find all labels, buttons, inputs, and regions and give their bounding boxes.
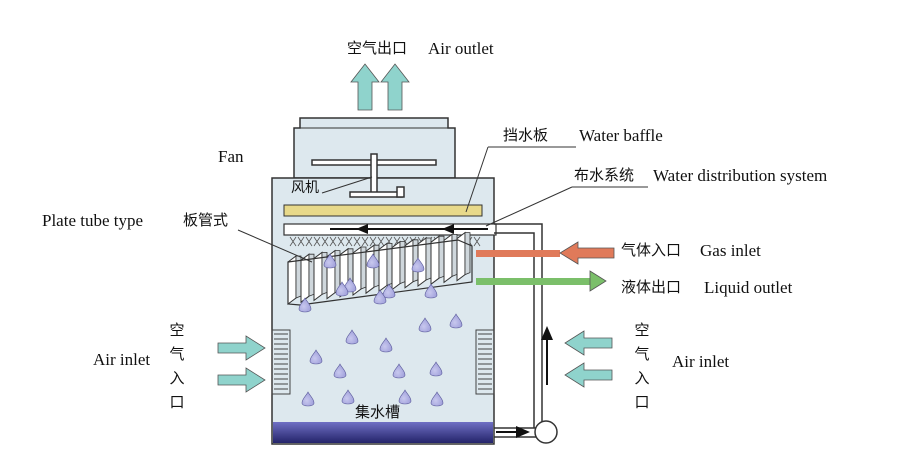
louver-frame — [475, 329, 495, 395]
water-drop — [345, 329, 359, 345]
water-drop — [449, 313, 463, 329]
water-drops — [298, 253, 463, 407]
water-baffle-label-en: Water baffle — [579, 126, 663, 145]
air-inlet-right-label-en: Air inlet — [672, 352, 730, 371]
plate-tube-bundle — [287, 231, 473, 306]
water-basin — [273, 422, 493, 443]
air-inlet-arrows-right — [564, 330, 613, 388]
air-inlet-right-label-cn: 空气入口 — [634, 321, 650, 411]
water-drop — [366, 253, 380, 269]
pipe-flow-arrows — [496, 326, 553, 438]
water-distribution-system — [283, 223, 497, 236]
basin-label-cn: 集水槽 — [355, 403, 401, 421]
water-drop — [392, 363, 406, 379]
gas-inlet-label-en: Gas inlet — [700, 241, 761, 260]
water-drop — [398, 389, 412, 405]
water-drop — [341, 389, 355, 405]
liquid-outlet-arrow — [476, 270, 607, 292]
gas-inlet-label-cn: 气体入口 — [621, 241, 682, 259]
plate-tube-label-cn: 板管式 — [183, 211, 229, 229]
air-outlet-arrows — [350, 63, 410, 111]
air-inlet-left-label-cn: 空气入口 — [169, 321, 185, 411]
tube-plate-side — [386, 243, 393, 286]
louver-frame — [271, 329, 291, 395]
water-drop — [343, 277, 357, 293]
fan-label-en: Fan — [218, 147, 244, 166]
water-baffle — [283, 204, 483, 217]
air-inlet-arrows-left — [217, 335, 266, 393]
leader-lines — [237, 146, 648, 263]
water-drop — [418, 317, 432, 333]
water-drop — [429, 361, 443, 377]
water-drop — [309, 349, 323, 365]
tube-plate-side — [321, 252, 328, 295]
plate-tube-label-en: Plate tube type — [42, 211, 144, 230]
water-drop — [382, 283, 396, 299]
water-distribution-label-en: Water distribution system — [653, 166, 828, 185]
tube-plate-side — [295, 255, 302, 299]
water-drop — [373, 289, 387, 305]
tube-plate — [313, 251, 323, 302]
water-drop — [301, 391, 315, 407]
bundle-frame — [287, 239, 473, 306]
gas-inlet-arrow — [476, 241, 615, 265]
water-drop — [333, 363, 347, 379]
air-outlet-label-cn: 空气出口 — [347, 39, 408, 57]
water-drop — [379, 337, 393, 353]
tube-plate — [365, 244, 375, 295]
liquid-outlet-label-cn: 液体出口 — [621, 278, 682, 296]
water-drop — [424, 283, 438, 299]
tube-plate — [287, 255, 297, 305]
tube-plate-side — [464, 232, 471, 276]
air-inlet-louvers — [271, 329, 495, 395]
circulation-pipe — [494, 223, 558, 444]
water-drop — [298, 297, 312, 313]
water-drop — [335, 281, 349, 297]
water-baffle-label-cn: 挡水板 — [503, 126, 549, 144]
fan-label-cn: 风机 — [291, 180, 319, 196]
fan-icon — [311, 153, 437, 198]
tube-plate-side — [360, 246, 367, 290]
air-outlet-label-en: Air outlet — [428, 39, 494, 58]
tube-plate — [300, 253, 310, 304]
air-inlet-left-label-en: Air inlet — [93, 350, 151, 369]
liquid-outlet-label-en: Liquid outlet — [704, 278, 793, 297]
water-drop — [323, 253, 337, 269]
water-drop — [411, 257, 425, 273]
water-distribution-label-cn: 布水系统 — [574, 166, 635, 184]
water-drop — [430, 391, 444, 407]
